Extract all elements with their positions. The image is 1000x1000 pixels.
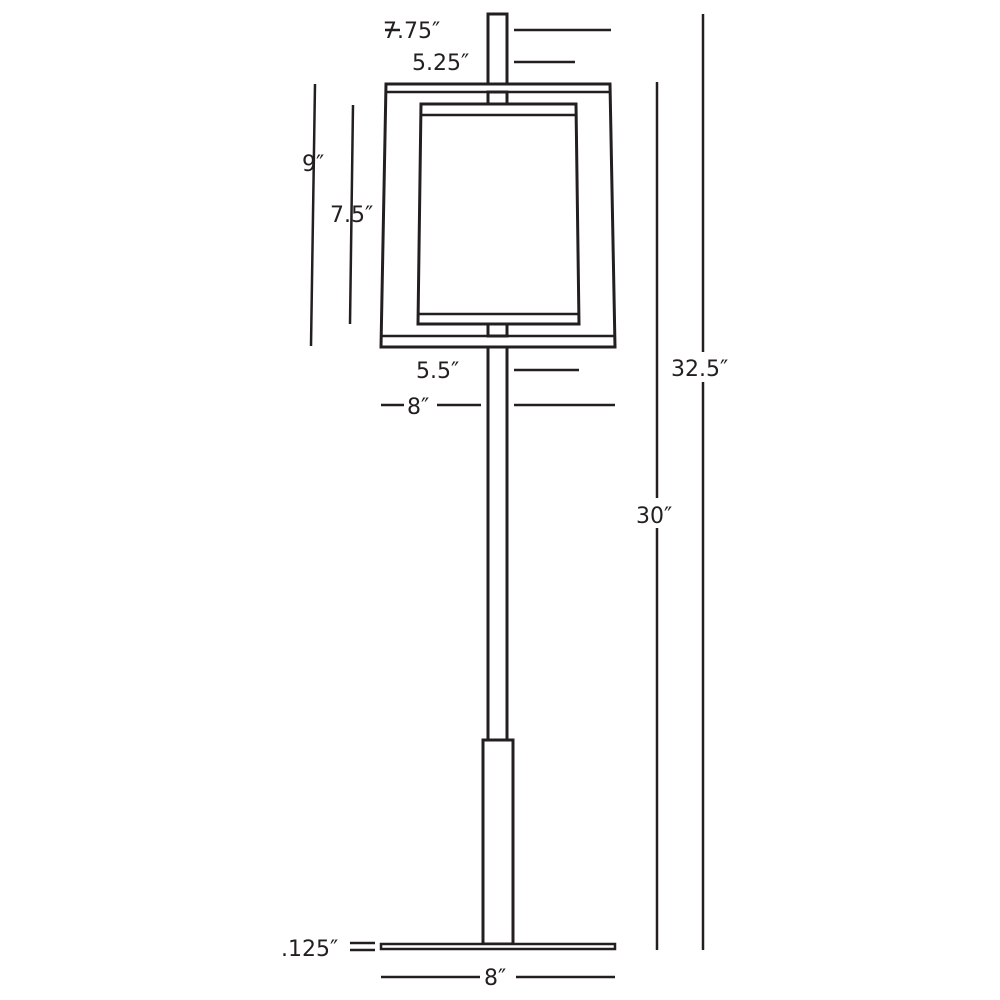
- finial-stem: [486, 12, 509, 86]
- dim-label-base-width: 8″: [484, 966, 506, 991]
- dim-label-base-thickness: .125″: [281, 937, 338, 962]
- dim-label-outer-shade-height: 9″: [302, 152, 324, 177]
- dim-line: [348, 104, 355, 325]
- dim-label-shade-top: 5.25″: [412, 51, 469, 76]
- dim-label-shade-bottom: 5.5″: [416, 359, 459, 384]
- dim-label-inner-shade-height: 7.5″: [330, 203, 373, 228]
- dim-label-overall-height: 32.5″: [671, 357, 728, 382]
- lower-connector: [486, 322, 509, 338]
- dim-label-finial-width: 7.75″: [383, 19, 440, 44]
- dim-label-base-to-shade-height: 30″: [636, 504, 672, 529]
- lamp-lower-column: [481, 738, 515, 946]
- inner-shade: [416, 102, 581, 326]
- dim-line: [309, 83, 317, 347]
- lamp-stem: [486, 345, 509, 742]
- upper-connector: [486, 90, 509, 106]
- dim-label-outer-shade-width: 8″: [407, 395, 429, 420]
- lamp-base-plate: [379, 942, 617, 951]
